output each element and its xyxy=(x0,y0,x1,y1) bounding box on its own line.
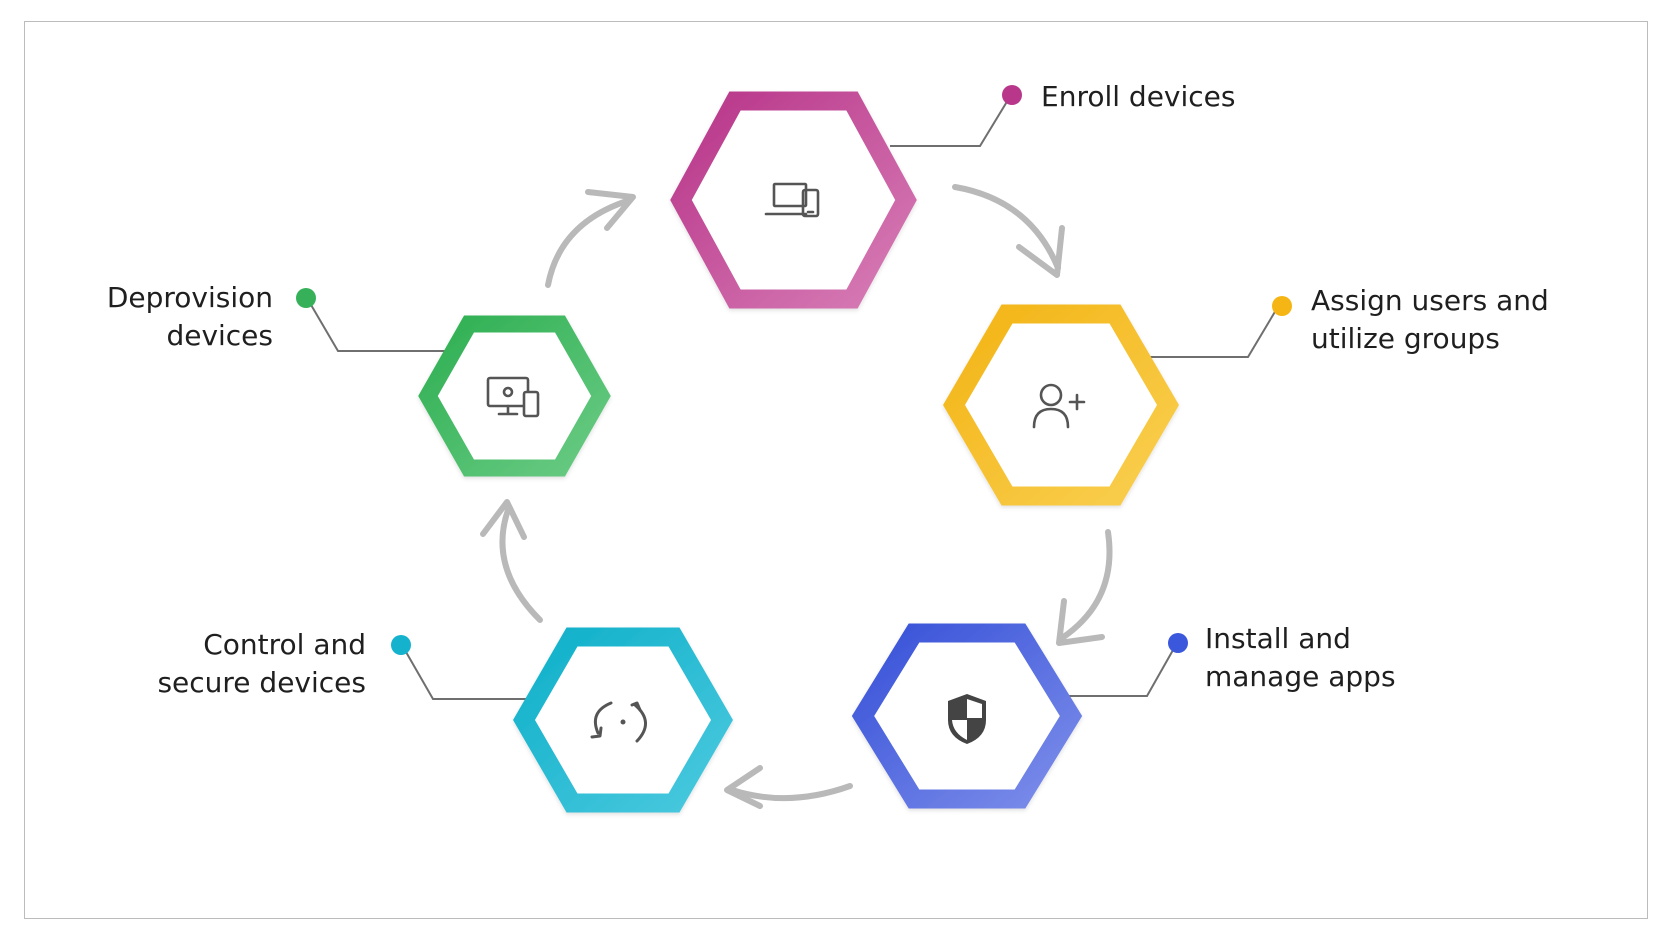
label-assign-line-2: utilize groups xyxy=(1311,322,1500,355)
label-assign-users: Assign users and utilize groups xyxy=(1311,282,1549,358)
arrow-control-to-deprovision xyxy=(480,499,543,623)
connector-enroll xyxy=(890,94,1012,147)
label-deprovision-devices: Deprovision devices xyxy=(107,279,273,355)
label-enroll-devices: Enroll devices xyxy=(1041,78,1235,116)
connector-deprovision xyxy=(306,297,446,352)
arrow-deprovision-to-enroll xyxy=(545,189,636,288)
label-control-line-2: secure devices xyxy=(157,666,366,699)
label-install-line-1: Install and xyxy=(1205,622,1351,655)
label-deprovision-line-2: devices xyxy=(166,319,273,352)
dot-assign xyxy=(1272,296,1292,316)
label-control-secure: Control and secure devices xyxy=(157,626,366,702)
hexagon-enroll xyxy=(670,91,917,309)
add-user-icon xyxy=(1032,383,1086,429)
label-assign-line-1: Assign users and xyxy=(1311,284,1549,317)
dot-deprovision xyxy=(296,288,316,308)
dot-control xyxy=(391,635,411,655)
dot-install xyxy=(1168,633,1188,653)
sync-icon xyxy=(590,701,647,743)
monitor-phone-icon xyxy=(486,376,540,418)
label-enroll-line-1: Enroll devices xyxy=(1041,80,1236,113)
label-dots xyxy=(296,85,1292,655)
hexagons xyxy=(418,91,1179,813)
connector-assign xyxy=(1148,304,1280,358)
label-control-line-1: Control and xyxy=(203,628,366,661)
cycle-arrows xyxy=(480,184,1113,809)
dot-enroll xyxy=(1002,85,1022,105)
label-install-apps: Install and manage apps xyxy=(1205,620,1396,696)
arrow-install-to-control xyxy=(724,765,853,809)
connector-install xyxy=(1062,642,1178,697)
hexagon-assign xyxy=(943,304,1179,506)
laptop-phone-icon xyxy=(764,182,820,218)
label-deprovision-line-1: Deprovision xyxy=(106,281,273,314)
label-install-line-2: manage apps xyxy=(1205,660,1396,693)
arrow-enroll-to-assign xyxy=(952,184,1065,278)
connector-control xyxy=(401,644,527,700)
hexagon-deprovision xyxy=(418,315,611,477)
shield-icon xyxy=(948,694,986,744)
arrow-assign-to-install xyxy=(1056,529,1113,646)
connector-lines xyxy=(306,94,1280,700)
